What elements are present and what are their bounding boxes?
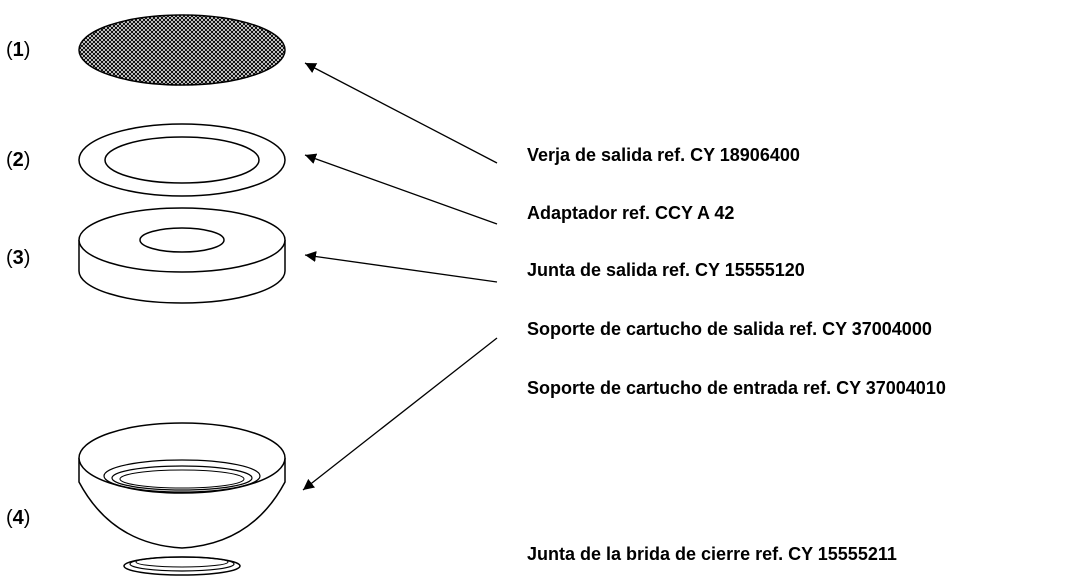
part-number-4: (4) xyxy=(6,507,31,529)
label-flange-seal: Junta de la brida de cierre ref. CY 1555… xyxy=(527,544,897,564)
label-inlet-cartridge-holder: Soporte de cartucho de entrada ref. CY 3… xyxy=(527,378,946,398)
part-number-3: (3) xyxy=(6,247,31,269)
part-1-outlet-screen xyxy=(78,14,286,86)
label-outlet-gasket: Junta de salida ref. CY 15555120 xyxy=(527,260,805,280)
arrow-part-1 xyxy=(304,62,498,164)
part-number-2: (2) xyxy=(6,149,31,171)
part-2-adapter-ring xyxy=(78,123,286,197)
part-4-cartridge-holder xyxy=(78,422,286,576)
label-outlet-screen: Verja de salida ref. CY 18906400 xyxy=(527,145,800,165)
part-3-outlet-gasket xyxy=(78,207,286,304)
label-outlet-cartridge-holder: Soporte de cartucho de salida ref. CY 37… xyxy=(527,319,932,339)
part-number-1: (1) xyxy=(6,39,31,61)
arrow-part-4 xyxy=(302,337,498,491)
arrow-part-2 xyxy=(304,153,498,225)
label-adapter: Adaptador ref. CCY A 42 xyxy=(527,203,735,223)
leader-arrows xyxy=(302,62,498,491)
arrow-part-3 xyxy=(304,251,498,283)
